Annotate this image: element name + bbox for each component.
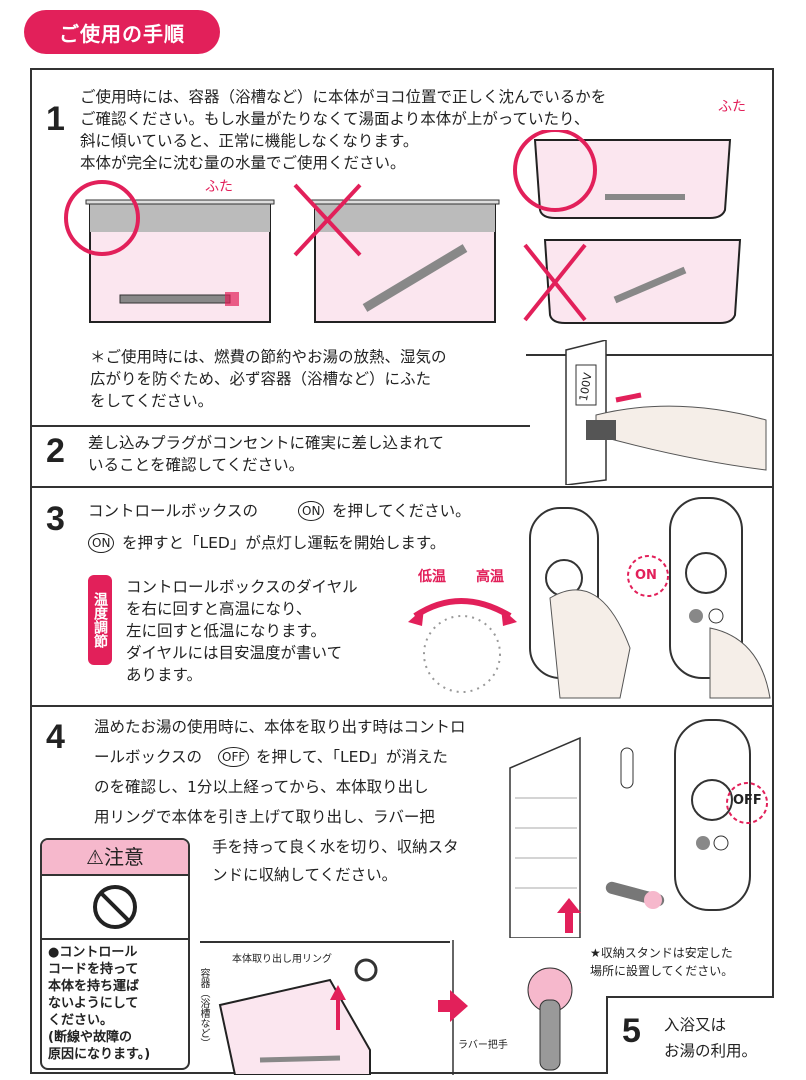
off-button-symbol: OFF bbox=[218, 747, 250, 767]
step-4-text: ールボックスの bbox=[94, 748, 203, 766]
on-button-symbol: ON bbox=[88, 533, 115, 553]
wrong-tub-illustration bbox=[293, 183, 500, 323]
lid-label: ふた bbox=[205, 179, 233, 195]
on-callout: ON bbox=[635, 568, 657, 583]
tub-illustrations bbox=[64, 180, 500, 323]
caution-box: ⚠注意 ●コントロール コードを持って 本体を持ち運ば ないようにして ください… bbox=[40, 838, 190, 1070]
step-1-number: 1 bbox=[46, 100, 65, 138]
prohibited-icon bbox=[42, 876, 188, 940]
step-4-line: のを確認し、1分以上経ってから、本体取り出し bbox=[94, 778, 429, 796]
step-3-text: を押すと「LED」が点灯し運転を開始します。 bbox=[122, 534, 446, 552]
removal-illustration bbox=[200, 940, 573, 1075]
step-1-text: ご使用時には、容器（浴槽など）に本体がヨコ位置で正しく沈んでいるかを ご確認くだ… bbox=[80, 88, 607, 172]
step-2-text: 差し込みプラグがコンセントに確実に差し込まれて いることを確認してください。 bbox=[88, 434, 445, 474]
temperature-adjust-badge: 温度調節 bbox=[88, 575, 112, 665]
step-3-text: を押してください。 bbox=[332, 502, 471, 520]
step-4-line: 用リングで本体を引き上げて取り出し、ラバー把 bbox=[94, 808, 435, 826]
step-4-line: 温めたお湯の使用時に、本体を取り出す時はコントロ bbox=[94, 718, 466, 736]
step-2-number: 2 bbox=[46, 432, 65, 470]
step-4-text: を押して、「LED」が消えた bbox=[256, 748, 448, 766]
lid-note: ＊ご使用時には、燃費の節約やお湯の放熱、湿気の 広がりを防ぐため、必ず容器（浴槽… bbox=[90, 348, 447, 410]
divider bbox=[30, 486, 774, 488]
step-3-text: コントロールボックスの bbox=[88, 502, 259, 520]
storage-stand-illustration bbox=[509, 719, 768, 938]
low-temp-label: 低温 bbox=[418, 569, 446, 585]
step-3-number: 3 bbox=[46, 500, 65, 538]
on-button-symbol: ON bbox=[298, 501, 325, 521]
outlet-plug-illustration bbox=[526, 340, 774, 485]
step-5-box bbox=[606, 996, 774, 1074]
step-5-number: 5 bbox=[622, 1012, 641, 1050]
bathtub-illustrations bbox=[513, 130, 742, 324]
rubber-grip-label: ラバー把手 bbox=[458, 1040, 508, 1051]
control-box-illustration bbox=[529, 497, 771, 699]
lid-label: ふた bbox=[718, 99, 746, 115]
temperature-text: コントロールボックスのダイヤル を右に回すと高温になり、 左に回すと低温になりま… bbox=[126, 578, 358, 684]
page-title: ご使用の手順 bbox=[24, 10, 220, 54]
ring-label: 本体取り出し用リング bbox=[232, 954, 332, 965]
stand-note: ★収納スタンドは安定した 場所に設置してください。 bbox=[590, 946, 734, 978]
step-4-line: ンドに収納してください。 bbox=[212, 866, 398, 884]
caution-header: ⚠注意 bbox=[42, 840, 188, 876]
dial-illustration bbox=[408, 598, 517, 693]
step-4-line: 手を持って良く水を切り、収納スタ bbox=[212, 838, 459, 856]
high-temp-label: 高温 bbox=[476, 569, 504, 585]
divider bbox=[30, 705, 774, 707]
step-4-number: 4 bbox=[46, 718, 65, 756]
divider bbox=[30, 425, 530, 427]
caution-text: ●コントロール コードを持って 本体を持ち運ば ないようにして ください。 (断… bbox=[48, 945, 151, 1062]
container-label: 容器（浴槽など） bbox=[198, 968, 209, 1048]
step-5-text: 入浴又は お湯の利用。 bbox=[664, 1016, 758, 1060]
instructions-frame bbox=[30, 68, 774, 1074]
off-callout: OFF bbox=[733, 793, 762, 808]
correct-tub-illustration bbox=[64, 180, 275, 323]
